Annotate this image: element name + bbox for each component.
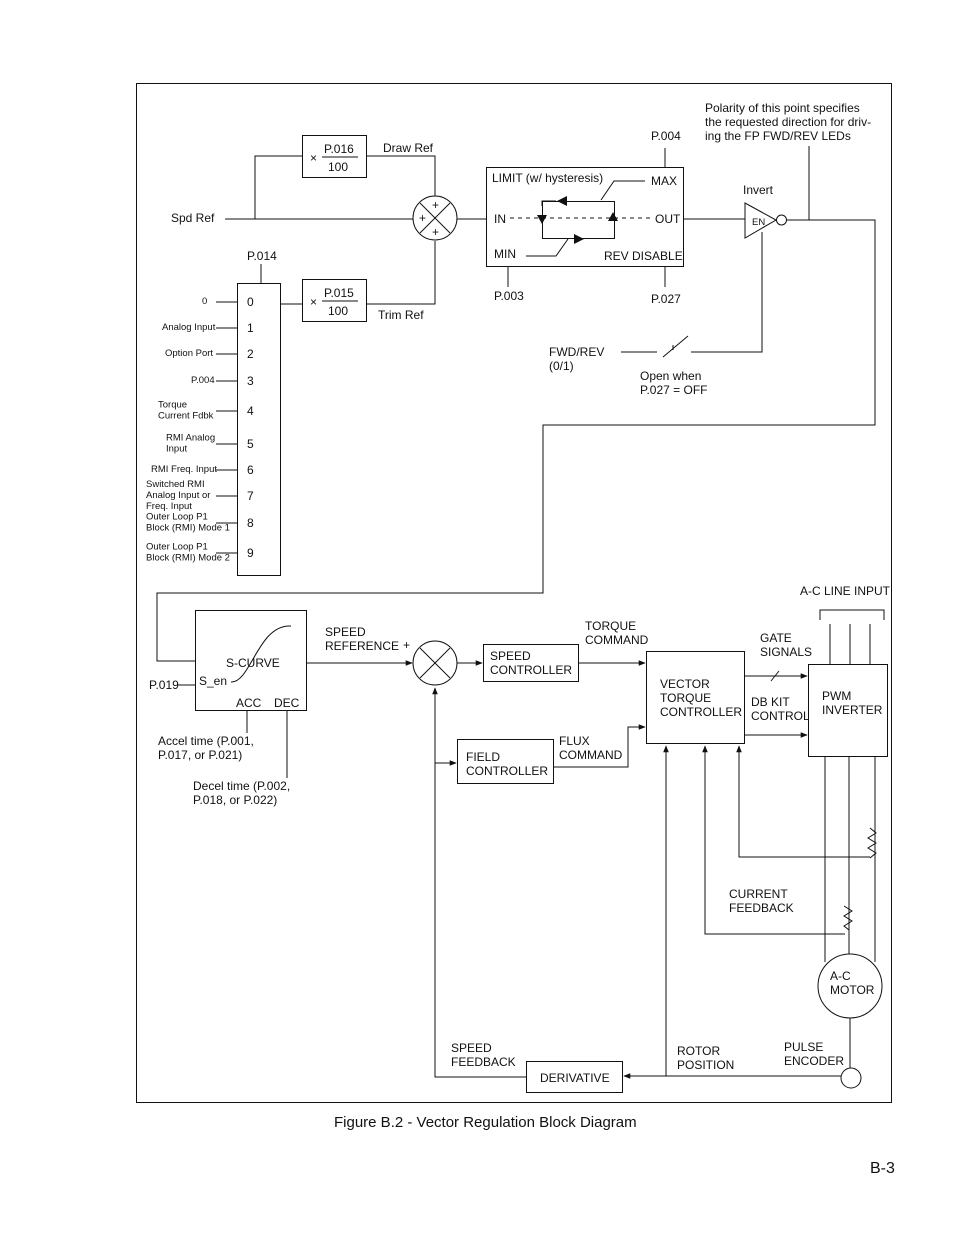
- selector-position-7: 7: [247, 489, 254, 503]
- selector-input-label-0: 0: [202, 296, 207, 307]
- p016-numerator: P.016: [324, 142, 354, 156]
- summing-junction-1: + + +: [412, 195, 458, 241]
- speed-reference-label: SPEED REFERENCE: [325, 625, 399, 653]
- p015-denominator: 100: [328, 304, 348, 318]
- draw-ref-label: Draw Ref: [383, 141, 434, 155]
- dec-label: DEC: [274, 696, 300, 710]
- plus-sign: +: [419, 211, 426, 225]
- p015-numerator: P.015: [324, 286, 354, 300]
- current-sensor-2: [843, 905, 853, 931]
- diagram-frame: [136, 83, 892, 1103]
- gate-signals-label: GATE SIGNALS: [760, 631, 812, 659]
- fwd-rev-label: FWD/REV (0/1): [549, 345, 608, 373]
- selector-position-9: 9: [247, 546, 254, 560]
- p004-label: P.004: [651, 129, 681, 143]
- summing-junction-2: [412, 640, 458, 686]
- pulse-encoder-label: PULSE ENCODER: [784, 1040, 844, 1068]
- rotor-position-label: ROTOR POSITION: [677, 1044, 734, 1072]
- limit-in-label: IN: [494, 212, 506, 226]
- open-when-label: Open when P.027 = OFF: [640, 369, 707, 397]
- trim-ref-label: Trim Ref: [378, 308, 424, 322]
- invert-gate: EN Invert: [743, 183, 787, 239]
- acc-label: ACC: [236, 696, 262, 710]
- selector-input-label-2: Option Port: [165, 348, 213, 359]
- plus-sign: +: [403, 638, 410, 652]
- current-feedback-label: CURRENT FEEDBACK: [729, 887, 794, 915]
- accel-time-label: Accel time (P.001, P.017, or P.021): [158, 734, 257, 762]
- plus-sign: +: [432, 225, 439, 239]
- reference-selector-box: [237, 283, 281, 576]
- torque-command-label: TORQUE COMMAND: [585, 619, 649, 647]
- multiply-sign: ×: [310, 295, 317, 309]
- selector-position-4: 4: [247, 404, 254, 418]
- p027-label: P.027: [651, 292, 681, 306]
- p015-gain-block: × P.015 100 Trim Ref: [302, 279, 424, 322]
- s-curve-label: S-CURVE: [226, 656, 280, 670]
- decel-time-label: Decel time (P.002, P.018, or P.022): [193, 779, 294, 807]
- svg-text:DERIVATIVE: DERIVATIVE: [540, 1071, 610, 1085]
- selector-position-6: 6: [247, 463, 254, 477]
- selector-position-2: 2: [247, 347, 254, 361]
- limit-rev-disable-label: REV DISABLE: [604, 249, 683, 263]
- p016-denominator: 100: [328, 160, 348, 174]
- fwd-rev-switch: FWD/REV (0/1) Open when P.027 = OFF: [549, 232, 763, 397]
- plus-sign: +: [432, 198, 439, 212]
- selector-position-1: 1: [247, 321, 254, 335]
- invert-label: Invert: [743, 183, 774, 197]
- selector-input-label-6: RMI Freq. Input: [151, 464, 217, 475]
- flux-command-label: FLUX COMMAND: [559, 734, 623, 762]
- derivative-block: DERIVATIVE: [526, 1061, 623, 1093]
- speed-ref-route: [156, 219, 876, 662]
- pulse-encoder: [840, 1067, 862, 1089]
- spd-ref-label: Spd Ref: [171, 211, 215, 225]
- trim-ref-path: [367, 241, 436, 305]
- p003-label: P.003: [494, 289, 524, 303]
- current-sensor-1: [867, 827, 877, 859]
- selector-input-label-3: P.004: [191, 375, 215, 386]
- selector-position-0: 0: [247, 295, 254, 309]
- page-number: B-3: [870, 1160, 895, 1177]
- selector-input-label-1: Analog Input: [162, 322, 216, 333]
- speed-feedback-label: SPEED FEEDBACK: [451, 1041, 516, 1069]
- limit-max-label: MAX: [651, 174, 677, 188]
- draw-ref-path: Draw Ref Spd Ref: [171, 141, 436, 225]
- p014-label: P.014: [247, 249, 277, 263]
- ac-line-input-label: A-C LINE INPUT: [800, 584, 891, 598]
- selector-rows: 0 0 1 Analog Input 2 Option Port 3 P.004 4 Torque…: [146, 295, 254, 564]
- figure-caption: Figure B.2 - Vector Regulation Block Dia…: [334, 1114, 637, 1131]
- limit-out-label: OUT: [655, 212, 681, 226]
- polarity-note: Polarity of this point specifies the req…: [705, 101, 874, 143]
- selector-position-5: 5: [247, 437, 254, 451]
- s-curve-block: S-CURVE S_en ACC DEC: [195, 610, 307, 711]
- limit-min-label: MIN: [494, 247, 516, 261]
- selector-position-8: 8: [247, 516, 254, 530]
- multiply-sign: ×: [310, 151, 317, 165]
- en-label: EN: [752, 217, 765, 228]
- selector-position-3: 3: [247, 374, 254, 388]
- limit-title: LIMIT (w/ hysteresis): [492, 171, 603, 185]
- db-kit-label: DB KIT CONTROL: [751, 695, 810, 723]
- s-en-label: S_en: [199, 674, 227, 688]
- p016-gain-block: × P.016 100: [302, 135, 367, 178]
- p019-label: P.019: [149, 678, 179, 692]
- limit-block: LIMIT (w/ hysteresis) MAX IN OUT MIN REV…: [486, 167, 684, 267]
